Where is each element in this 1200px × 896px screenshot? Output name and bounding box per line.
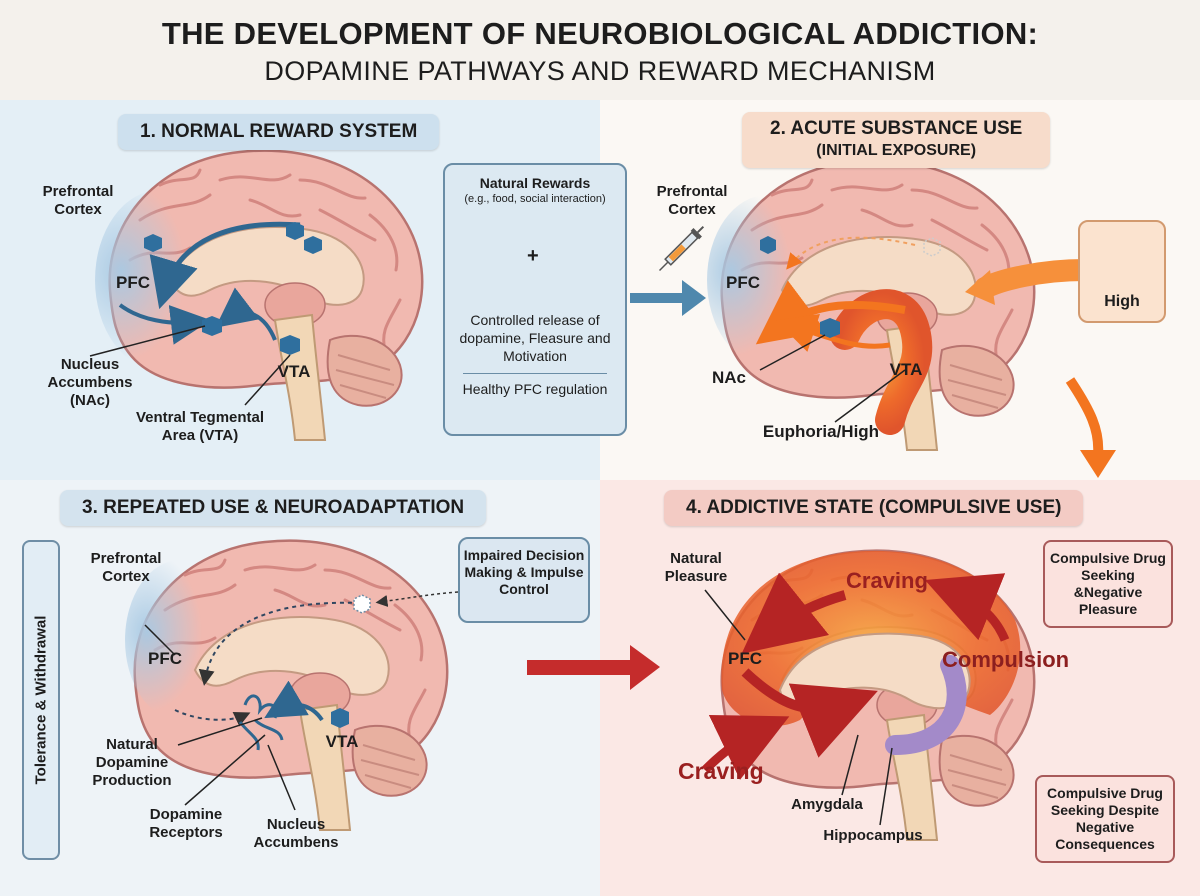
dopamine-node bbox=[286, 222, 304, 240]
label-prefrontal-cortex: Prefrontal Cortex bbox=[42, 183, 114, 218]
panel-heading-repeated: 3. REPEATED USE & NEUROADAPTATION bbox=[60, 490, 487, 526]
surge-path bbox=[830, 289, 933, 435]
panel-heading-normal: 1. NORMAL REWARD SYSTEM bbox=[118, 114, 440, 150]
craving-arrow-right bbox=[924, 573, 1010, 642]
dopamine-node bbox=[760, 236, 776, 254]
label-amygdala: Amygdala bbox=[791, 796, 863, 813]
label-vta-repeated: VTA bbox=[325, 732, 359, 751]
pathway-arrow-nac bbox=[118, 303, 211, 345]
pathway-arrow-pfc bbox=[149, 221, 301, 310]
heading-acute-main: 2. ACUTE SUBSTANCE USE bbox=[770, 118, 1023, 139]
dopamine-node bbox=[280, 335, 300, 355]
label-hippocampus: Hippocampus bbox=[823, 827, 923, 844]
compulsion-arrow bbox=[741, 668, 878, 758]
label-natural-pleasure: Natural Pleasure bbox=[664, 550, 728, 585]
label-pfc-acute: PFC bbox=[726, 273, 760, 292]
compulsive-seeking-consequences-box: Compulsive Drug Seeking Despite Negative… bbox=[1035, 775, 1175, 863]
compulsive-seeking-negative-pleasure-box: Compulsive Drug Seeking &Negative Pleasu… bbox=[1043, 540, 1173, 628]
external-drug-arrowhead bbox=[965, 270, 995, 305]
weakened-pathway-lower bbox=[174, 709, 251, 727]
label-nucleus-accumbens: Nucleus Accumbens (NAc) bbox=[47, 356, 133, 409]
natural-rewards-box: Natural Rewards (e.g., food, social inte… bbox=[443, 163, 627, 436]
panel-heading-addictive: 4. ADDICTIVE STATE (COMPULSIVE USE) bbox=[664, 490, 1084, 526]
impaired-pointer bbox=[375, 591, 459, 607]
label-pfc: PFC bbox=[116, 273, 150, 292]
box-divider bbox=[463, 373, 607, 374]
label-craving-top: Craving bbox=[846, 568, 928, 593]
label-vta-acute: VTA bbox=[889, 360, 923, 379]
label-nac-acute: NAc bbox=[711, 368, 746, 387]
plus-sign: + bbox=[527, 245, 539, 267]
syringe-icon bbox=[658, 225, 705, 272]
label-prefrontal-cortex-repeated: Prefrontal Cortex bbox=[90, 550, 162, 585]
heading-acute-sub: (INITIAL EXPOSURE) bbox=[816, 142, 977, 159]
dopamine-node bbox=[304, 236, 322, 254]
craving-arrow-bottom bbox=[701, 715, 790, 780]
tolerance-withdrawal-label: Tolerance & Withdrawal bbox=[32, 615, 50, 785]
label-natural-dopamine-production: Natural Dopamine Production bbox=[92, 736, 172, 789]
tolerance-withdrawal-sidebar: Tolerance & Withdrawal bbox=[22, 540, 60, 860]
natural-rewards-title: Natural Rewards bbox=[479, 175, 591, 191]
label-euphoria-high: Euphoria/High bbox=[762, 422, 880, 441]
weakened-pathway bbox=[198, 601, 361, 686]
label-dopamine-receptors: Dopamine Receptors bbox=[149, 806, 223, 841]
faded-dopamine-node bbox=[353, 594, 371, 614]
natural-rewards-footer: Healthy PFC regulation bbox=[462, 381, 608, 397]
craving-arrow-top bbox=[741, 572, 847, 654]
dopamine-node bbox=[820, 318, 840, 338]
weak-pfc-arrow bbox=[786, 236, 916, 270]
natural-rewards-description: Controlled release of dopamine, Fleasure… bbox=[459, 312, 611, 364]
label-nucleus-accumbens-repeated: Nucleus Accumbens bbox=[253, 816, 339, 851]
transition-arrow-3-4 bbox=[527, 645, 660, 690]
page-subtitle: DOPAMINE PATHWAYS AND REWARD MECHANISM bbox=[264, 56, 936, 86]
dopamine-node bbox=[144, 234, 162, 252]
dopamine-node bbox=[202, 316, 222, 336]
impaired-decision-box: Impaired Decision Making & Impulse Contr… bbox=[458, 537, 590, 623]
label-pfc-addictive: PFC bbox=[728, 649, 762, 668]
pathway-arrow-vta bbox=[215, 287, 277, 341]
high-label: High bbox=[1104, 293, 1140, 310]
panel-heading-acute: 2. ACUTE SUBSTANCE USE (INITIAL EXPOSURE… bbox=[742, 112, 1051, 168]
transition-arrow-1-2 bbox=[630, 280, 706, 316]
high-substance-box: High bbox=[1078, 220, 1166, 323]
transition-arrow-2-4-head bbox=[1080, 450, 1116, 478]
page-title: THE DEVELOPMENT OF NEUROBIOLOGICAL ADDIC… bbox=[161, 16, 1039, 51]
label-prefrontal-cortex-acute: Prefrontal Cortex bbox=[656, 183, 728, 218]
label-ventral-tegmental-area: Ventral Tegmental Area (VTA) bbox=[135, 409, 265, 444]
label-compulsion: Compulsion bbox=[942, 647, 1070, 672]
surge-arrow-lower bbox=[775, 313, 891, 352]
natural-rewards-subtitle: (e.g., food, social interaction) bbox=[464, 193, 606, 205]
dopamine-node bbox=[331, 708, 349, 728]
label-pfc-repeated: PFC bbox=[148, 649, 182, 668]
hippocampus-shape bbox=[885, 655, 967, 755]
transition-arrow-2-4 bbox=[1065, 377, 1104, 456]
receptor-arrow bbox=[264, 680, 324, 722]
brain-normal bbox=[95, 149, 424, 442]
label-craving-bottom: Craving bbox=[678, 758, 764, 784]
label-vta: VTA bbox=[277, 362, 311, 381]
burst-node bbox=[923, 237, 941, 257]
